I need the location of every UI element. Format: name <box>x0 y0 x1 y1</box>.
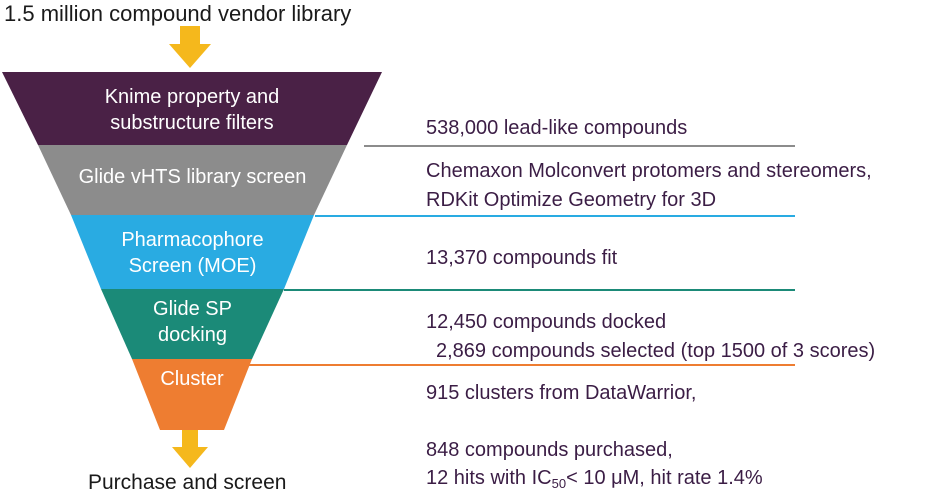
annotation-selected: 2,869 compounds selected (top 1500 of 3 … <box>436 340 876 362</box>
stage-3-label: Pharmacophore Screen (MOE) <box>71 227 314 279</box>
stage-1-line1: Knime property and <box>104 86 280 108</box>
down-arrow-icon-top <box>169 26 211 68</box>
annotation-hits-pre: 12 hits with IC <box>426 467 552 489</box>
stage-1-label: Knime property and substructure filters <box>2 84 382 136</box>
stage-4-line2: docking <box>158 324 227 346</box>
down-arrow-icon-bottom <box>172 430 208 468</box>
stage-5-label: Cluster <box>132 366 252 392</box>
stage-3-line1: Pharmacophore <box>121 229 264 251</box>
source-library-label: 1.5 million compound vendor library <box>4 1 352 26</box>
stage-5-line1: Cluster <box>160 368 224 390</box>
annotation-hits-post: < 10 μM, hit rate 1.4% <box>566 467 763 489</box>
stage-4-line1: Glide SP <box>153 298 232 320</box>
annotation-lead-like: 538,000 lead-like compounds <box>426 117 688 139</box>
stage-3-line2: Screen (MOE) <box>128 255 257 277</box>
stage-2-label: Glide vHTS library screen <box>38 164 347 190</box>
annotation-clusters: 915 clusters from DataWarrior, <box>426 382 697 404</box>
funnel-stage-3 <box>71 215 314 289</box>
purchase-screen-label: Purchase and screen <box>88 471 287 494</box>
funnel-stage-2 <box>38 145 347 215</box>
annotation-geometry: RDKit Optimize Geometry for 3D <box>426 189 717 211</box>
funnel-stage-4 <box>101 289 284 359</box>
stage-4-label: Glide SP docking <box>101 296 284 348</box>
annotation-pharmacophore-fit: 13,370 compounds fit <box>426 247 618 269</box>
annotation-hits-subscript: 50 <box>551 476 567 491</box>
annotation-purchased: 848 compounds purchased, <box>426 439 673 461</box>
annotation-docked: 12,450 compounds docked <box>426 311 667 333</box>
annotation-hits: 12 hits with IC50< 10 μM, hit rate 1.4% <box>426 468 763 490</box>
stage-2-line1: Glide vHTS library screen <box>78 166 307 188</box>
funnel-stage-1 <box>2 72 382 145</box>
annotation-protomers: Chemaxon Molconvert protomers and stereo… <box>426 160 872 182</box>
funnel-stage-5 <box>132 359 252 430</box>
stage-1-line2: substructure filters <box>110 112 274 134</box>
